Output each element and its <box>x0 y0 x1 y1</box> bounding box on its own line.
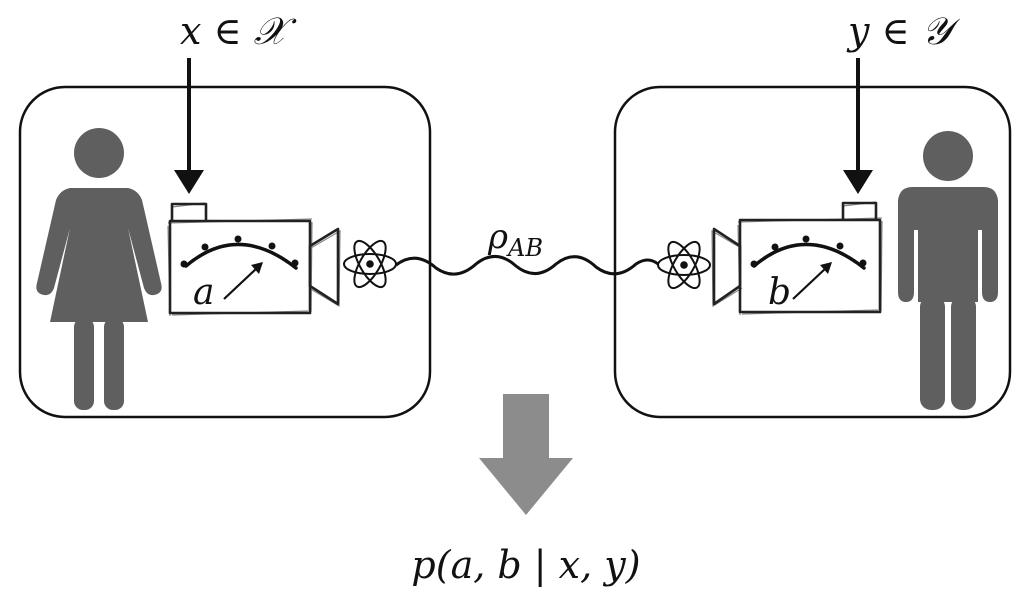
alice-atom-icon <box>343 239 397 289</box>
alice-lab-box <box>18 85 432 419</box>
state-label: ρAB <box>487 217 543 262</box>
bob-output-label: b <box>768 272 791 313</box>
alice-input-arrow <box>174 58 204 194</box>
bob-input-label: y ∈ 𝒴 <box>846 9 961 53</box>
alice-output-label: a <box>193 272 214 313</box>
down-arrow-icon <box>479 394 573 515</box>
alice-input-label: x ∈ 𝒳 <box>180 9 297 53</box>
man-figure-icon <box>898 131 998 410</box>
woman-figure-icon <box>36 128 162 410</box>
alice-measurement-meter-icon <box>167 202 341 317</box>
distribution-label: p(a, b | x, y) <box>411 543 640 587</box>
bob-input-arrow <box>843 58 873 194</box>
bob-lab-box <box>613 85 1012 419</box>
bob-measurement-meter-icon <box>711 201 883 316</box>
bob-atom-icon <box>657 240 711 290</box>
entanglement-wave <box>395 255 659 276</box>
